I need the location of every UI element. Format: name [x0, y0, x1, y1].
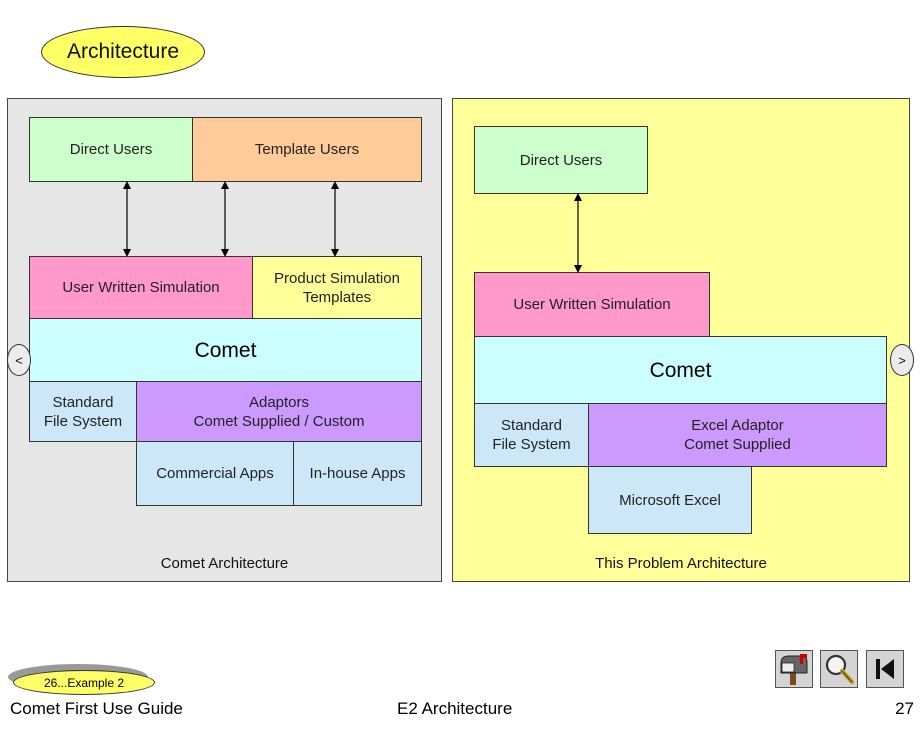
next-slide-button[interactable]: > [890, 344, 914, 376]
skip-to-start-icon [876, 659, 894, 679]
right-direct-users-box: Direct Users [474, 126, 648, 194]
right-panel-caption: This Problem Architecture [595, 555, 767, 572]
left-inhouse-apps-box: In-house Apps [293, 441, 422, 506]
page-number: 27 [895, 699, 914, 718]
left-template-users-label: Template Users [254, 141, 360, 158]
right-standard-file-system-box: Standard File System [474, 403, 589, 467]
right-comet-box: Comet [474, 336, 887, 404]
right-microsoft-excel-label: Microsoft Excel [619, 491, 721, 509]
left-standard-file-system-label: Standard File System [43, 393, 123, 430]
page-title-text: Architecture [66, 40, 180, 63]
search-button[interactable] [820, 650, 858, 688]
first-slide-button[interactable] [866, 650, 904, 688]
right-microsoft-excel-box: Microsoft Excel [588, 466, 752, 534]
page-title: Architecture [41, 26, 205, 78]
left-inhouse-apps-label: In-house Apps [309, 465, 406, 482]
left-panel-caption: Comet Architecture [160, 555, 289, 572]
mailbox-icon [780, 654, 808, 685]
left-adaptors-label: Adaptors Comet Supplied / Custom [193, 393, 365, 430]
section-title: E2 Architecture [397, 699, 513, 718]
right-user-written-simulation-box: User Written Simulation [474, 272, 710, 337]
left-comet-box: Comet [29, 318, 422, 382]
back-link-label: 26...Example 2 [43, 675, 125, 690]
left-product-simulation-templates-label: Product Simulation Templates [274, 269, 400, 306]
left-template-users-box: Template Users [192, 117, 422, 182]
left-user-written-simulation-box: User Written Simulation [29, 256, 253, 319]
previous-slide-button[interactable]: < [7, 344, 31, 376]
chevron-left-icon: < [15, 352, 23, 368]
left-direct-users-label: Direct Users [69, 141, 153, 158]
chevron-right-icon: > [898, 352, 906, 368]
left-commercial-apps-label: Commercial Apps [156, 465, 274, 482]
left-comet-label: Comet [194, 338, 257, 362]
right-user-written-simulation-label: User Written Simulation [513, 296, 671, 313]
right-standard-file-system-label: Standard File System [492, 417, 571, 453]
right-excel-adaptor-label: Excel Adaptor Comet Supplied [684, 417, 791, 453]
mail-button[interactable] [775, 650, 813, 688]
guide-title: Comet First Use Guide [10, 699, 183, 718]
left-adaptors-box: Adaptors Comet Supplied / Custom [136, 381, 422, 442]
back-link-button[interactable]: 26...Example 2 [13, 670, 155, 695]
left-standard-file-system-box: Standard File System [29, 381, 137, 442]
magnifier-icon [825, 654, 855, 685]
right-comet-label: Comet [649, 358, 712, 382]
right-excel-adaptor-box: Excel Adaptor Comet Supplied [588, 403, 887, 467]
left-user-written-simulation-label: User Written Simulation [62, 279, 220, 296]
right-direct-users-label: Direct Users [519, 151, 603, 169]
